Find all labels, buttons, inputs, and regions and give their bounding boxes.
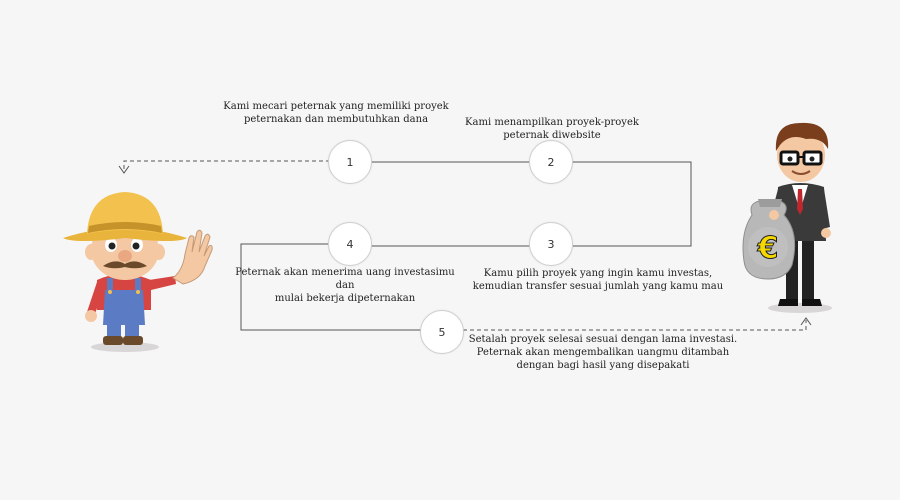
step-5-line-3: dengan bagi hasil yang disepakati: [516, 360, 690, 371]
step-2-caption: Kami menampilkan proyek-proyek peternak …: [462, 116, 642, 142]
step-5-line-2: Peternak akan mengembalikan uangmu ditam…: [476, 347, 730, 358]
step-1-line-2: peternakan dan membutuhkan dana: [243, 114, 429, 125]
step-3-line-2: kemudian transfer sesuai jumlah yang kam…: [472, 281, 724, 292]
step-5-circle: 5: [420, 310, 464, 354]
step-4-caption: Peternak akan menerima uang investasimu …: [232, 266, 458, 305]
step-2-line-1: Kami menampilkan proyek-proyek: [465, 117, 639, 128]
step-4-line-2: dan: [335, 280, 355, 291]
connector-5-to-investor: [463, 320, 807, 331]
step-4-circle: 4: [328, 222, 372, 266]
step-1-circle: 1: [328, 140, 372, 184]
step-5-caption: Setalah proyek selesai sesuai dengan lam…: [468, 333, 738, 372]
investor-icon: €: [742, 122, 832, 313]
farmer-icon: [63, 192, 213, 352]
connector-4-to-5: [240, 243, 421, 331]
step-1-caption: Kami mecari peternak yang memiliki proye…: [220, 100, 452, 126]
svg-text:€: €: [757, 231, 779, 266]
step-3-line-1: Kamu pilih proyek yang ingin kamu invest…: [483, 268, 713, 279]
connector-2-to-3: [571, 161, 692, 247]
connector-1-to-farmer: [123, 160, 330, 172]
arrowhead-investor: [800, 317, 812, 326]
step-1-line-1: Kami mecari peternak yang memiliki proye…: [223, 101, 449, 112]
step-4-line-3: mulai bekerja dipeternakan: [274, 293, 416, 304]
step-3-circle: 3: [529, 222, 573, 266]
step-3-caption: Kamu pilih proyek yang ingin kamu invest…: [468, 267, 728, 293]
step-2-line-2: peternak diwebsite: [503, 130, 601, 141]
step-5-line-1: Setalah proyek selesai sesuai dengan lam…: [468, 334, 738, 345]
step-4-line-1: Peternak akan menerima uang investasimu: [235, 267, 455, 278]
arrowhead-farmer: [118, 165, 130, 174]
step-2-circle: 2: [529, 140, 573, 184]
